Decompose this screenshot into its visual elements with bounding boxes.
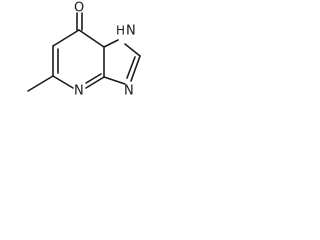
pyrimidine-ring — [52, 29, 105, 89]
oxygen-label: O — [74, 1, 84, 16]
carbonyl-bond — [76, 12, 83, 31]
pyrimidine-nitrogen-label: N — [74, 84, 84, 99]
methyl-bond — [27, 75, 54, 92]
triazole-nitrogen-label: N — [124, 84, 134, 99]
nh-hydrogen-label: H — [116, 24, 125, 38]
chemical-structure: O H N N N — [27, 1, 141, 99]
triazole-ring — [103, 39, 141, 85]
nh-nitrogen-label: N — [126, 24, 136, 39]
